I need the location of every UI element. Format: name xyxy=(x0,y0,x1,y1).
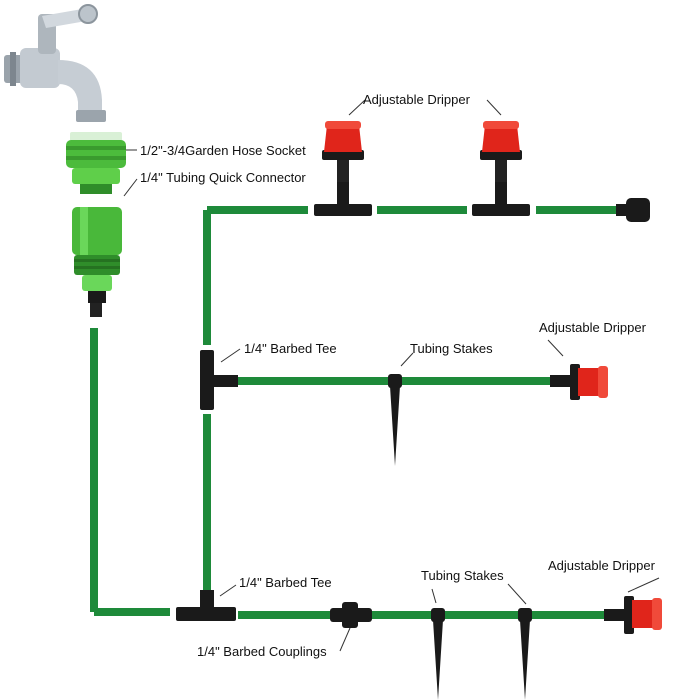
leader-lines xyxy=(123,99,660,652)
quick-connector-icon xyxy=(72,207,122,317)
top-tee-fitting-2 xyxy=(472,180,530,216)
tee-fitting-icon xyxy=(200,350,238,410)
tubing xyxy=(90,206,616,619)
stake-icon xyxy=(431,608,445,700)
stake-icon xyxy=(388,374,402,466)
dripper-icon xyxy=(550,364,608,400)
dripper-bottom-label: Adjustable Dripper xyxy=(548,558,656,573)
faucet-icon xyxy=(4,4,106,122)
dripper-icon xyxy=(480,121,522,182)
tubing-stakes-bottom-label: Tubing Stakes xyxy=(421,568,504,583)
stake-icon xyxy=(518,608,532,700)
quick-connector-label: 1/4" Tubing Quick Connector xyxy=(140,170,306,185)
hose-socket-icon xyxy=(66,132,126,194)
dripper-top-label: Adjustable Dripper xyxy=(363,92,471,107)
barbed-tee-mid-label: 1/4" Barbed Tee xyxy=(244,341,337,356)
hose-socket-label: 1/2"-3/4Garden Hose Socket xyxy=(140,143,306,158)
top-tee-fitting-1 xyxy=(314,180,372,216)
dripper-mid-label: Adjustable Dripper xyxy=(539,320,647,335)
barbed-tee-bottom-label: 1/4" Barbed Tee xyxy=(239,575,332,590)
dripper-icon xyxy=(322,121,364,182)
coupling-icon xyxy=(330,602,372,628)
dripper-icon xyxy=(604,596,662,634)
barbed-couplings-label: 1/4" Barbed Couplings xyxy=(197,644,327,659)
end-plug-icon xyxy=(616,198,650,222)
tubing-stakes-mid-label: Tubing Stakes xyxy=(410,341,493,356)
tee-fitting-icon xyxy=(176,590,236,621)
